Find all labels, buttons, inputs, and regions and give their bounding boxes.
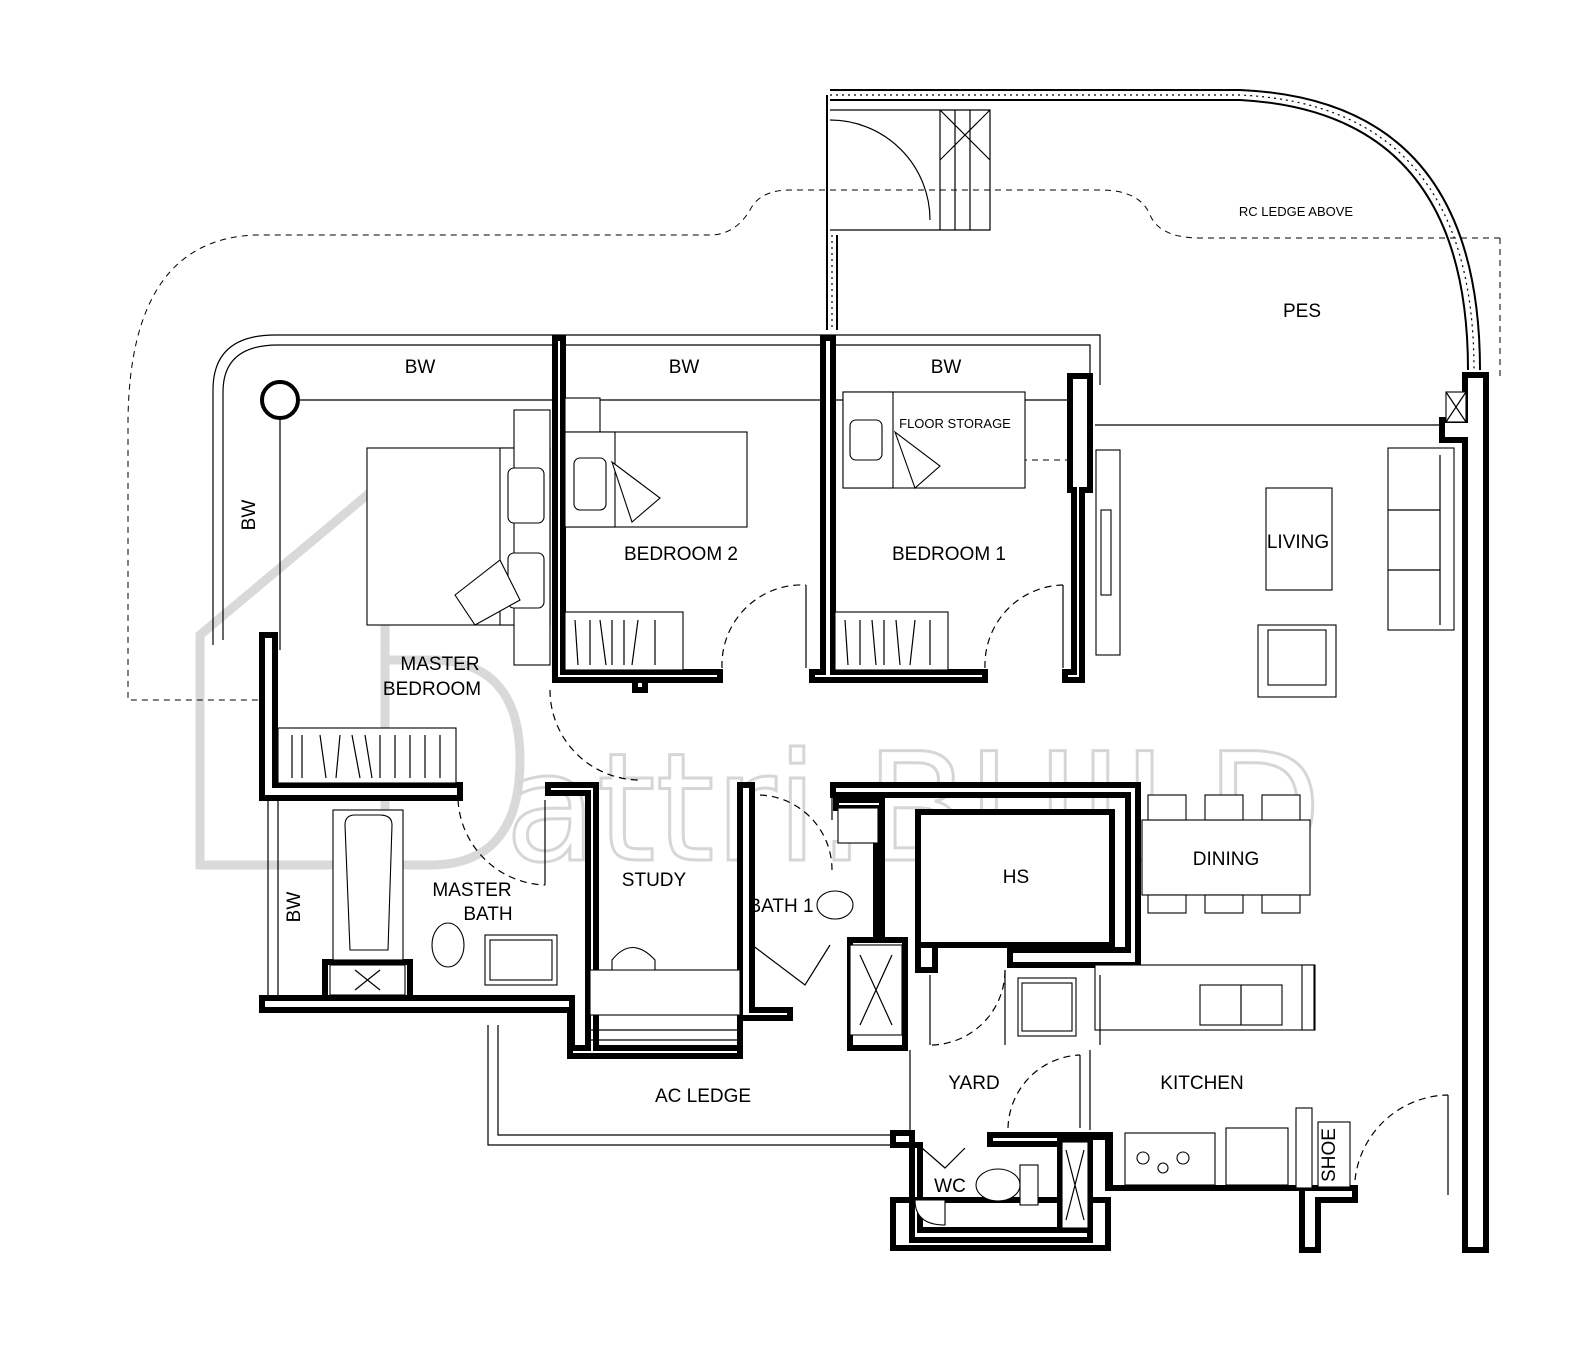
ac-ledge-label: AC LEDGE <box>655 1086 751 1107</box>
floor-storage-label: FLOOR STORAGE <box>899 416 1011 431</box>
wc-fixtures <box>914 1141 1089 1229</box>
bedroom2-label: BEDROOM 2 <box>624 544 738 565</box>
shoe-label: SHOE <box>1319 1128 1340 1182</box>
column-icon <box>260 380 300 420</box>
bw-bedroom2-label: BW <box>669 357 700 378</box>
master-bedroom-label-2: BEDROOM <box>383 679 481 700</box>
bath1-label: BATH 1 <box>748 896 813 917</box>
door-swings <box>457 584 1449 1195</box>
kitchen-counters <box>1094 964 1351 1189</box>
bath1-fixtures <box>751 807 903 1036</box>
rc-ledge-label: RC LEDGE ABOVE <box>1239 204 1353 219</box>
bedroom1-bed <box>842 391 1026 489</box>
bw-master-side-label: BW <box>239 500 260 531</box>
bw-bath-label: BW <box>284 892 305 923</box>
living-label: LIVING <box>1267 532 1329 553</box>
hs-label: HS <box>1003 867 1029 888</box>
bedroom2-bed <box>564 397 748 528</box>
bedroom1-label: BEDROOM 1 <box>892 544 1006 565</box>
master-bedroom-label-1: MASTER <box>400 654 479 675</box>
yard-label: YARD <box>948 1073 999 1094</box>
rc-ledge-outline <box>127 189 1500 701</box>
pes-railing <box>826 89 1481 371</box>
study-label: STUDY <box>622 870 687 891</box>
study-desk <box>589 946 741 1041</box>
wc-label: WC <box>934 1176 966 1197</box>
master-bath-label-2: BATH <box>463 904 512 925</box>
bedroom2-wardrobe <box>564 611 684 671</box>
yard-appliance <box>929 975 1101 1045</box>
living-furniture <box>1095 391 1467 698</box>
master-bed <box>366 409 551 666</box>
bathtub <box>332 809 404 961</box>
bw-bedroom1-label: BW <box>931 357 962 378</box>
pes-label: PES <box>1283 301 1321 322</box>
kitchen-label: KITCHEN <box>1160 1073 1243 1094</box>
dining-table <box>1141 794 1311 914</box>
bedroom1-wardrobe <box>834 611 949 671</box>
master-bath-label-1: MASTER <box>432 880 511 901</box>
master-bath-fixtures <box>329 922 558 996</box>
bw-master-top-label: BW <box>405 357 436 378</box>
dining-label: DINING <box>1193 849 1260 870</box>
room-labels: MASTER BEDROOM BEDROOM 2 BEDROOM 1 LIVIN… <box>239 204 1353 1197</box>
master-wardrobe <box>277 727 457 784</box>
